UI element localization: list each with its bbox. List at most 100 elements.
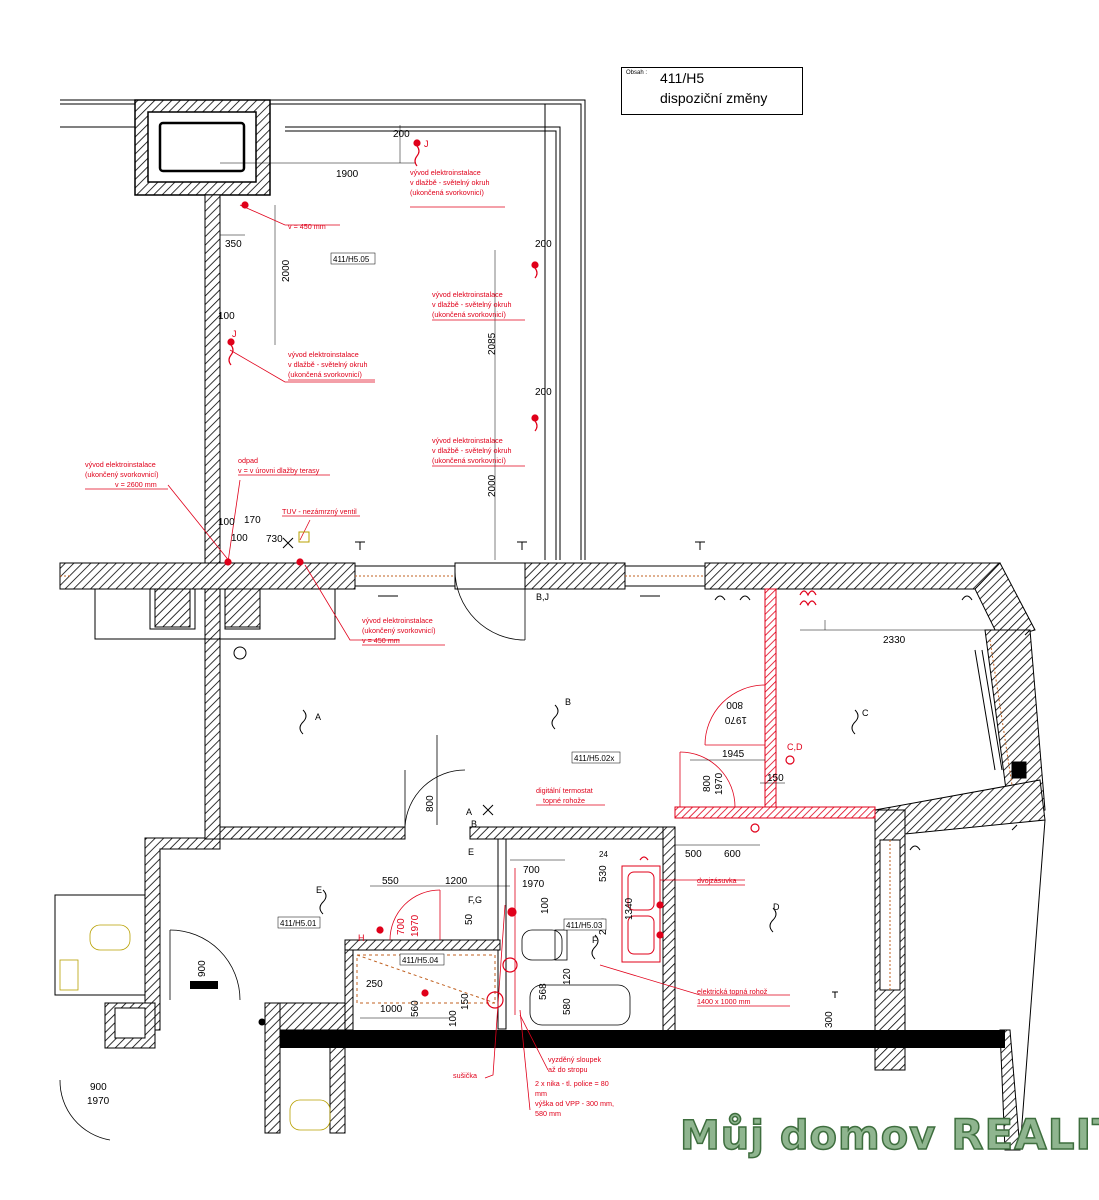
letter-b-j: B,J xyxy=(536,592,549,602)
note-elec2600-3: v = 2600 mm xyxy=(115,480,157,489)
dim-2000b: 2000 xyxy=(487,474,498,497)
note-heatmat-2: 1400 x 1000 mm xyxy=(697,997,751,1006)
note-odpad-2: v = v úrovni dlažby terasy xyxy=(238,466,320,475)
dim-200b: 200 xyxy=(535,239,552,250)
dim-100a: 100 xyxy=(218,311,235,322)
note-light-mid-1: vývod elektroinstalace xyxy=(432,290,503,299)
dim-350: 350 xyxy=(225,239,242,250)
note-thermostat-1: digitální termostat xyxy=(536,786,593,795)
title-small-label: Obsah : xyxy=(626,70,648,76)
new-door-swings xyxy=(389,684,766,941)
dim-250: 250 xyxy=(366,979,383,990)
dim-200c: 200 xyxy=(535,387,552,398)
letter-e2: E xyxy=(468,847,474,857)
note-elec2600-1: vývod elektroinstalace xyxy=(85,460,156,469)
letter-f: F xyxy=(592,935,598,945)
letter-c: C xyxy=(862,708,869,718)
dim-100b: 100 xyxy=(218,517,235,528)
outlet-letters: A B C D E F F,G B,J A B E xyxy=(315,592,869,945)
dim-700a: 700 xyxy=(523,865,540,876)
note-susicka: sušička xyxy=(453,1071,477,1080)
terrace-left-wall xyxy=(204,194,221,566)
note-elec2600-2: (ukončený svorkovnicí) xyxy=(85,470,159,479)
dim-1970b: 1970 xyxy=(714,772,725,795)
dim-300: 300 xyxy=(824,1011,835,1028)
dim-530: 530 xyxy=(598,865,609,882)
dim-1340: 1340 xyxy=(624,897,635,920)
dim-1000: 1000 xyxy=(380,1004,403,1015)
note-nika-2: mm xyxy=(535,1089,547,1098)
note-nika-3: výška od VPP - 300 mm, xyxy=(535,1099,614,1108)
note-elec450-1: vývod elektroinstalace xyxy=(362,616,433,625)
dim-24: 24 xyxy=(599,850,608,859)
room-label-h5-04: 411/H5.04 xyxy=(402,956,439,965)
note-light-left-2: v dlažbě - světelný okruh xyxy=(288,360,368,369)
terrace-outline xyxy=(60,99,586,560)
note-nika-1: 2 x nika - tl. police = 80 xyxy=(535,1079,609,1088)
bathroom-fixtures xyxy=(59,924,631,1131)
note-light-top-2: v dlažbě - světelný okruh xyxy=(410,178,490,187)
room-label-h5-02x: 411/H5.02x xyxy=(574,754,614,763)
dim-100d: 100 xyxy=(540,897,551,914)
dim-800a: 800 xyxy=(726,699,743,710)
heated-area xyxy=(190,954,496,1004)
note-sloupek-1: vyzděný sloupek xyxy=(548,1055,602,1064)
chimney-block xyxy=(134,99,271,196)
room-label-h5-05: 411/H5.05 xyxy=(333,255,370,264)
letter-d: D xyxy=(773,902,780,912)
note-heatmat-1: elektrická topná rohož xyxy=(697,987,768,996)
note-light-left-1: vývod elektroinstalace xyxy=(288,350,359,359)
room-labels: 411/H5.05 411/H5.02x 411/H5.01 411/H5.04… xyxy=(277,252,621,966)
dim-1970a: 1970 xyxy=(724,714,747,725)
letter-h: H xyxy=(358,933,365,943)
dim-700b: 700 xyxy=(396,918,407,935)
dim-580: 580 xyxy=(562,998,573,1015)
note-light-low-2: v dlažbě - světelný okruh xyxy=(432,446,512,455)
dim-1900: 1900 xyxy=(336,169,359,180)
letter-a2: A xyxy=(466,807,472,817)
dim-150: 150 xyxy=(767,773,784,784)
letter-fg: F,G xyxy=(468,895,482,905)
room-label-h5-01: 411/H5.01 xyxy=(280,919,317,928)
dim-2000a: 2000 xyxy=(281,259,292,282)
note-light-mid-3: (ukončená svorkovnicí) xyxy=(432,310,506,319)
letter-b: B xyxy=(565,697,571,707)
dim-100e: 100 xyxy=(448,1010,459,1027)
dim-900a: 900 xyxy=(197,960,208,977)
dim-1970c: 1970 xyxy=(522,879,545,890)
dim-560: 560 xyxy=(410,1000,421,1017)
valve-symbols xyxy=(282,531,494,816)
dim-150b: 150 xyxy=(460,993,471,1010)
dim-100c: 100 xyxy=(231,533,248,544)
annotation-underlines xyxy=(85,206,790,1007)
drawing-title: 411/H5 xyxy=(660,70,705,86)
note-sloupek-2: až do stropu xyxy=(548,1065,588,1074)
dim-730: 730 xyxy=(266,534,283,545)
annotation-texts: vývod elektroinstalace v dlažbě - světel… xyxy=(85,168,768,1118)
annotation-leaders xyxy=(167,204,790,1111)
dim-50: 50 xyxy=(464,913,475,925)
note-elec450-2: (ukončený svorkovnicí) xyxy=(362,626,436,635)
dim-900b: 900 xyxy=(90,1082,107,1093)
internal-walls xyxy=(54,588,1005,1134)
note-light-low-3: (ukončená svorkovnicí) xyxy=(432,456,506,465)
watermark-logo: Můj domov REALITY xyxy=(679,1109,1099,1160)
letter-j2: J xyxy=(232,329,237,339)
room-label-h5-03: 411/H5.03 xyxy=(566,921,603,930)
note-light-left-3: (ukončená svorkovnicí) xyxy=(288,370,362,379)
facade-wall xyxy=(59,562,1046,821)
dim-800b: 800 xyxy=(702,775,713,792)
note-elec450-3: v = 450 mm xyxy=(362,636,400,645)
door-swings xyxy=(59,569,526,1141)
dim-568: 568 xyxy=(538,983,549,1000)
note-light-top-3: (ukončená svorkovnicí) xyxy=(410,188,484,197)
dimension-labels: 1900 350 2000 200 100 200 2085 200 2000 … xyxy=(87,129,906,1107)
dim-550: 550 xyxy=(382,876,399,887)
dim-1945: 1945 xyxy=(722,749,745,760)
note-dvojzasuvka: dvojzásuvka xyxy=(697,876,737,885)
note-nika-4: 580 mm xyxy=(535,1109,561,1118)
dim-600: 600 xyxy=(724,849,741,860)
dim-1970e: 1970 xyxy=(87,1096,110,1107)
dim-120: 120 xyxy=(562,968,573,985)
red-fixture-symbols xyxy=(224,139,817,1009)
